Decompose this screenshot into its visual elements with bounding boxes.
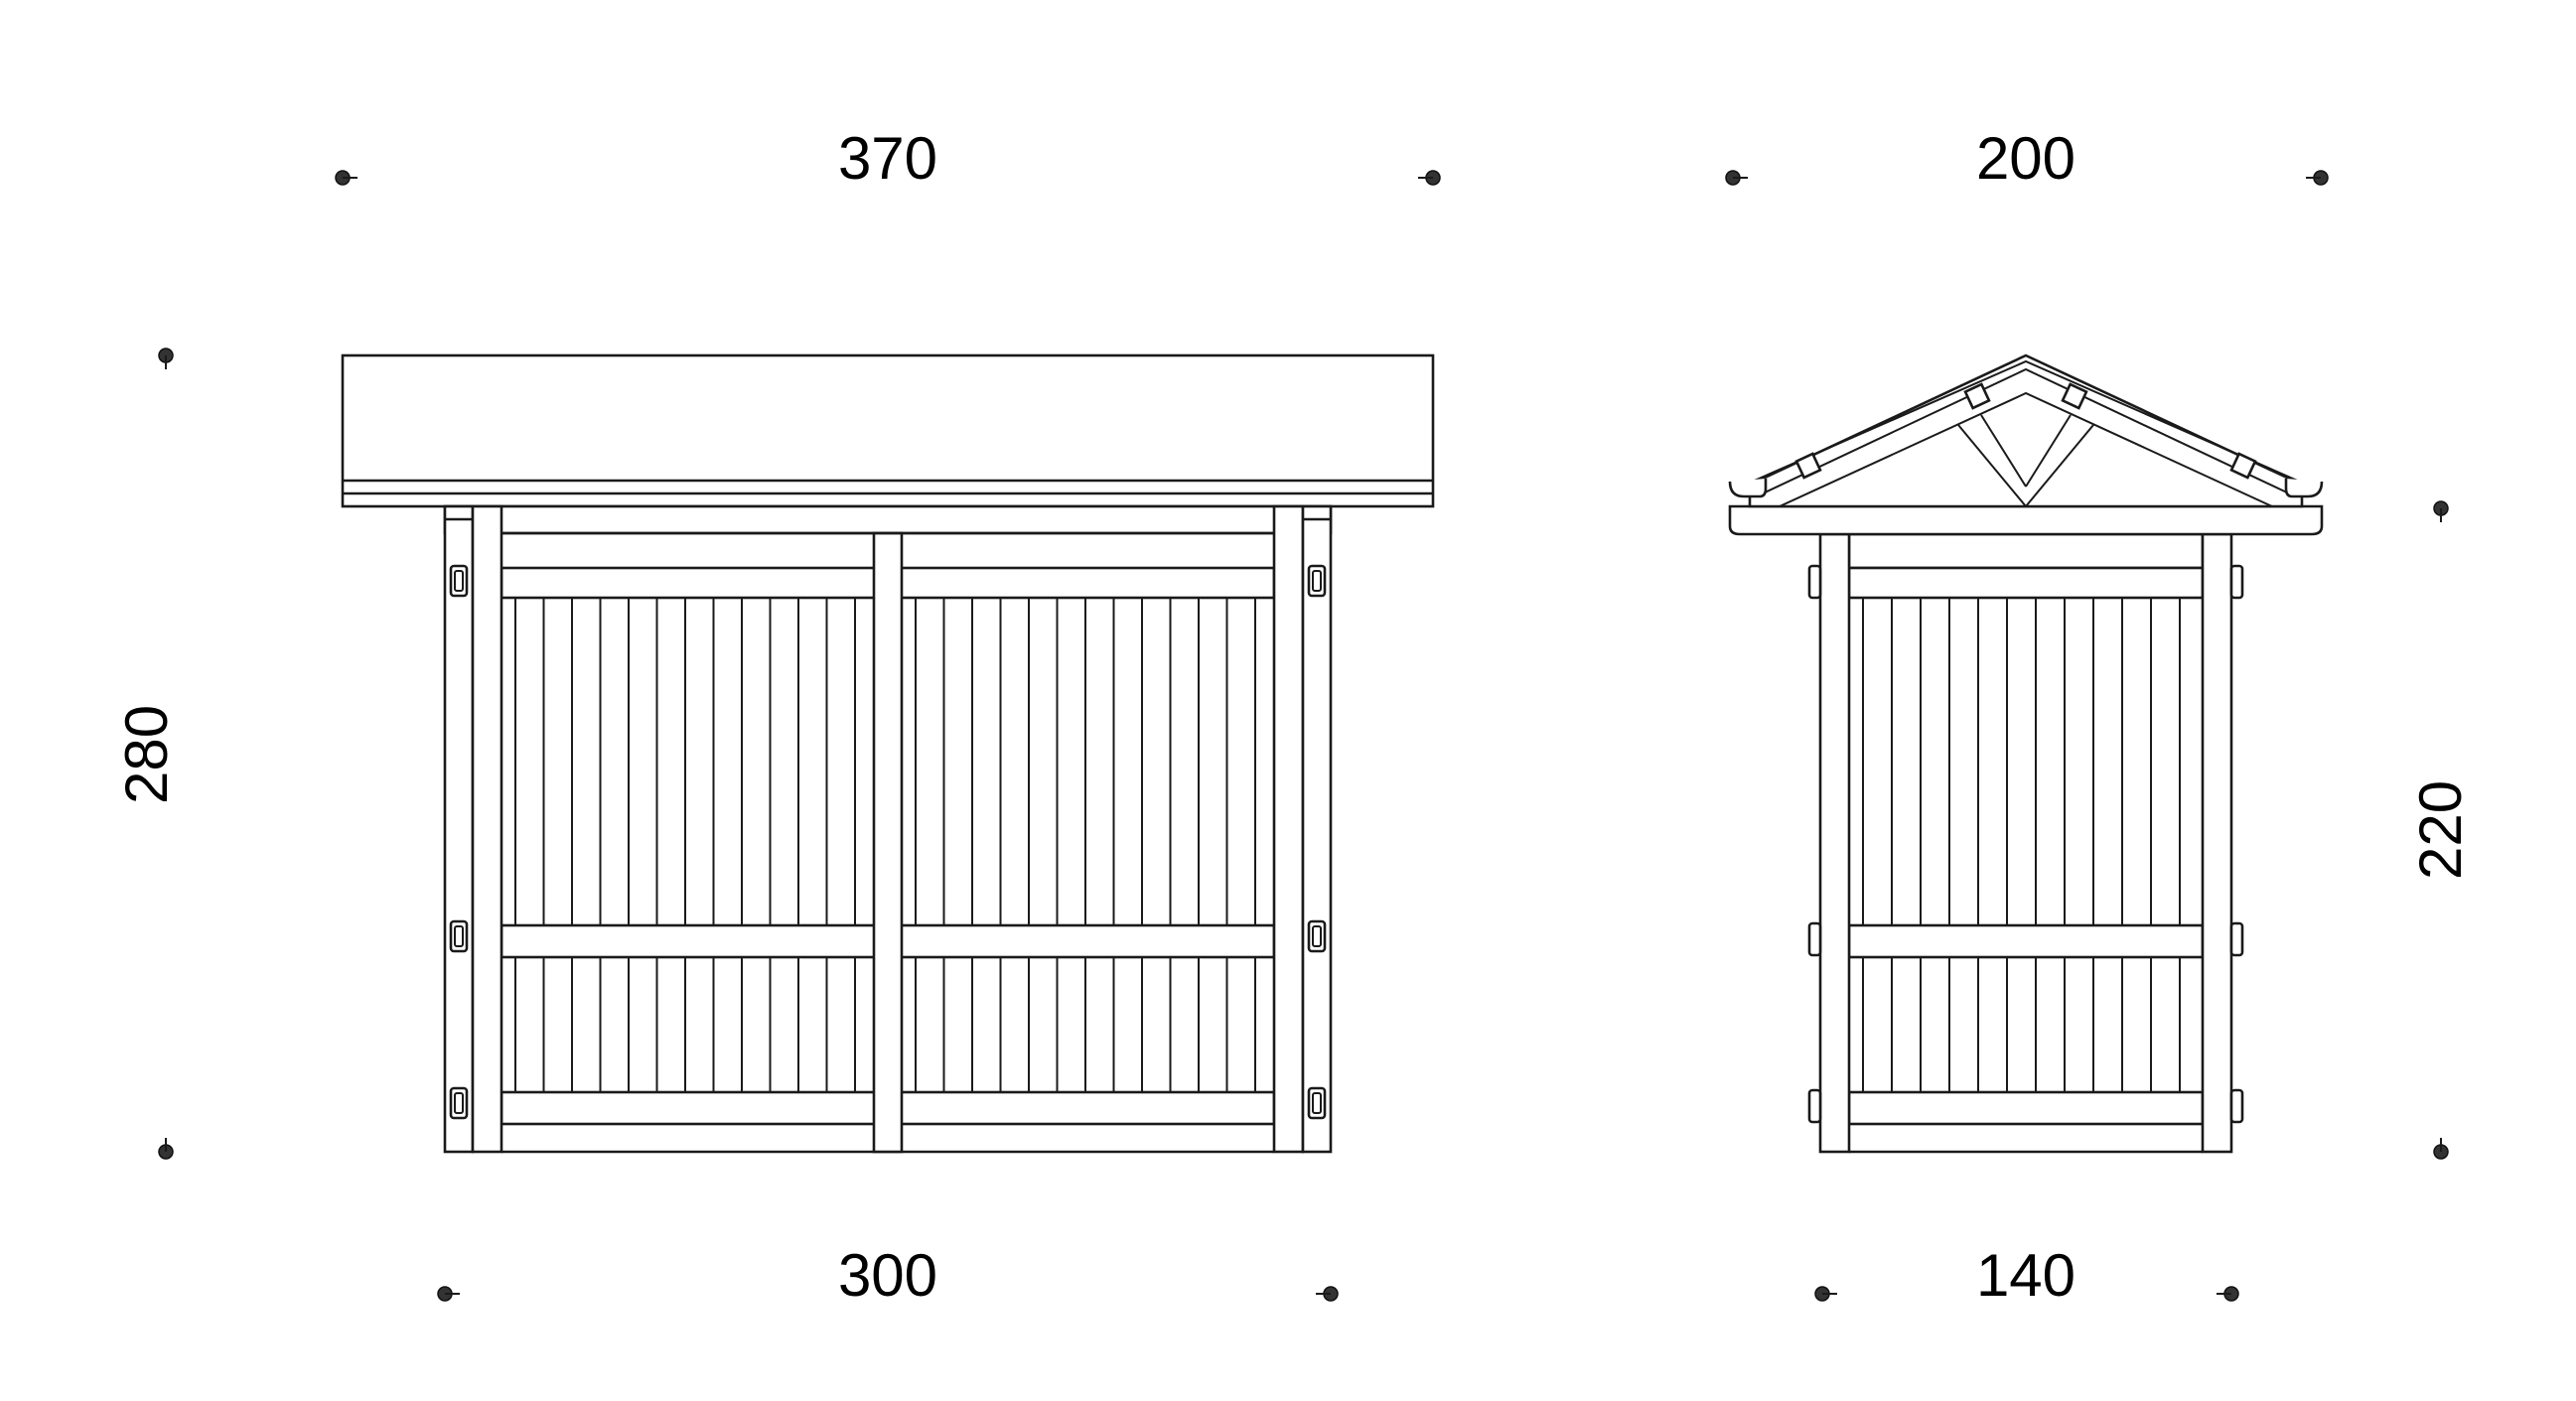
front-slats <box>514 598 1256 1092</box>
front-bolt-inner <box>1312 925 1322 947</box>
front-center-post <box>872 531 904 1154</box>
front-bolt-inner <box>454 570 464 592</box>
side-bolt-left <box>1807 564 1822 600</box>
side-right-post <box>2201 532 2233 1154</box>
side-bolt-left <box>1807 1088 1822 1124</box>
front-bolts <box>449 564 1327 1120</box>
front-top-beam <box>443 504 1333 535</box>
side-slats <box>1862 598 2181 1092</box>
front-bottom-width-label: 300 <box>838 1242 937 1309</box>
side-top-width-label: 200 <box>1976 125 2075 192</box>
front-view <box>341 353 1435 1154</box>
side-lower-rail <box>1847 1090 2205 1126</box>
side-gable-roof <box>1728 353 2324 536</box>
front-bolt-inner <box>1312 570 1322 592</box>
dimension-markers <box>158 170 2449 1302</box>
side-roof-base-board <box>1728 504 2324 536</box>
side-bolt-right <box>2229 564 2244 600</box>
front-bolt-inner <box>454 925 464 947</box>
side-left-gutter <box>1728 479 1768 498</box>
front-left-inner-post <box>471 504 503 1154</box>
side-bolt-left <box>1807 921 1822 957</box>
side-purlin-4 <box>2229 452 2257 480</box>
front-top-width-label: 370 <box>838 125 937 192</box>
front-right-outer-post <box>1301 504 1333 1154</box>
front-roof <box>341 353 1435 508</box>
side-purlin-2 <box>1963 382 1991 410</box>
front-bolt-inner <box>1312 1092 1322 1114</box>
side-view <box>1728 353 2324 1154</box>
side-purlin-3 <box>2061 382 2088 410</box>
side-middle-rail <box>1847 923 2205 959</box>
side-height-label: 220 <box>2407 780 2474 880</box>
side-bottom-width-label: 140 <box>1976 1242 2075 1309</box>
side-left-post <box>1818 532 1851 1154</box>
side-purlin-1 <box>1794 452 1822 480</box>
side-top-rail <box>1847 532 2205 570</box>
front-left-outer-post <box>443 504 475 1154</box>
side-bolts <box>1807 564 2244 1124</box>
front-right-inner-post <box>1272 504 1305 1154</box>
side-bolt-right <box>2229 1088 2244 1124</box>
side-right-gutter <box>2284 479 2324 498</box>
front-bolt-inner <box>454 1092 464 1114</box>
side-upper-rail <box>1847 566 2205 600</box>
front-height-label: 280 <box>113 705 180 804</box>
side-bolt-right <box>2229 921 2244 957</box>
